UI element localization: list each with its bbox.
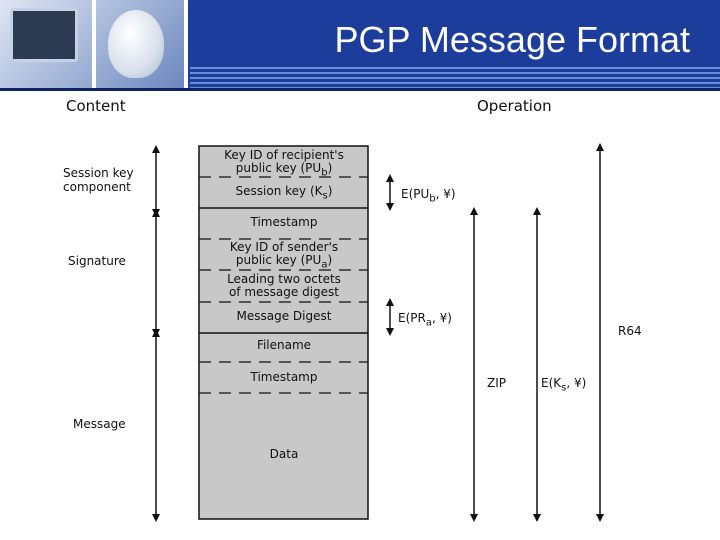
- e-pub-label: E(PUb, ¥): [401, 187, 456, 205]
- field-data: Data: [269, 447, 299, 461]
- header-photo-image: [0, 0, 188, 88]
- field-message-timestamp: Timestamp: [250, 370, 318, 384]
- signature-label: Signature: [68, 254, 126, 268]
- computer-mouse-icon: [108, 10, 164, 78]
- field-leading-octets: Leading two octets of message digest: [227, 272, 341, 299]
- field-filename: Filename: [256, 338, 312, 352]
- content-column-header: Content: [66, 97, 126, 115]
- slide-header: PGP Message Format: [0, 0, 720, 88]
- field-session-key: Session key (Ks): [235, 184, 333, 202]
- e-pra-label: E(PRa, ¥): [398, 311, 452, 329]
- message-label: Message: [73, 417, 126, 431]
- header-stripes: [190, 64, 720, 88]
- field-sender-key-id: Key ID of sender's public key (PUa): [229, 240, 339, 271]
- field-signature-timestamp: Timestamp: [250, 215, 318, 229]
- session-key-component-label: Session key component: [63, 166, 134, 194]
- header-rule: [0, 88, 720, 91]
- operation-column-header: Operation: [477, 97, 552, 115]
- slide-title: PGP Message Format: [334, 19, 690, 60]
- field-message-digest: Message Digest: [236, 309, 332, 323]
- r64-label: R64: [618, 324, 642, 338]
- zip-label: ZIP: [487, 376, 506, 390]
- e-ks-label: E(Ks, ¥): [541, 376, 587, 394]
- field-recipient-key-id: Key ID of recipient's public key (PUb): [224, 148, 344, 179]
- laptop-icon: [10, 8, 78, 62]
